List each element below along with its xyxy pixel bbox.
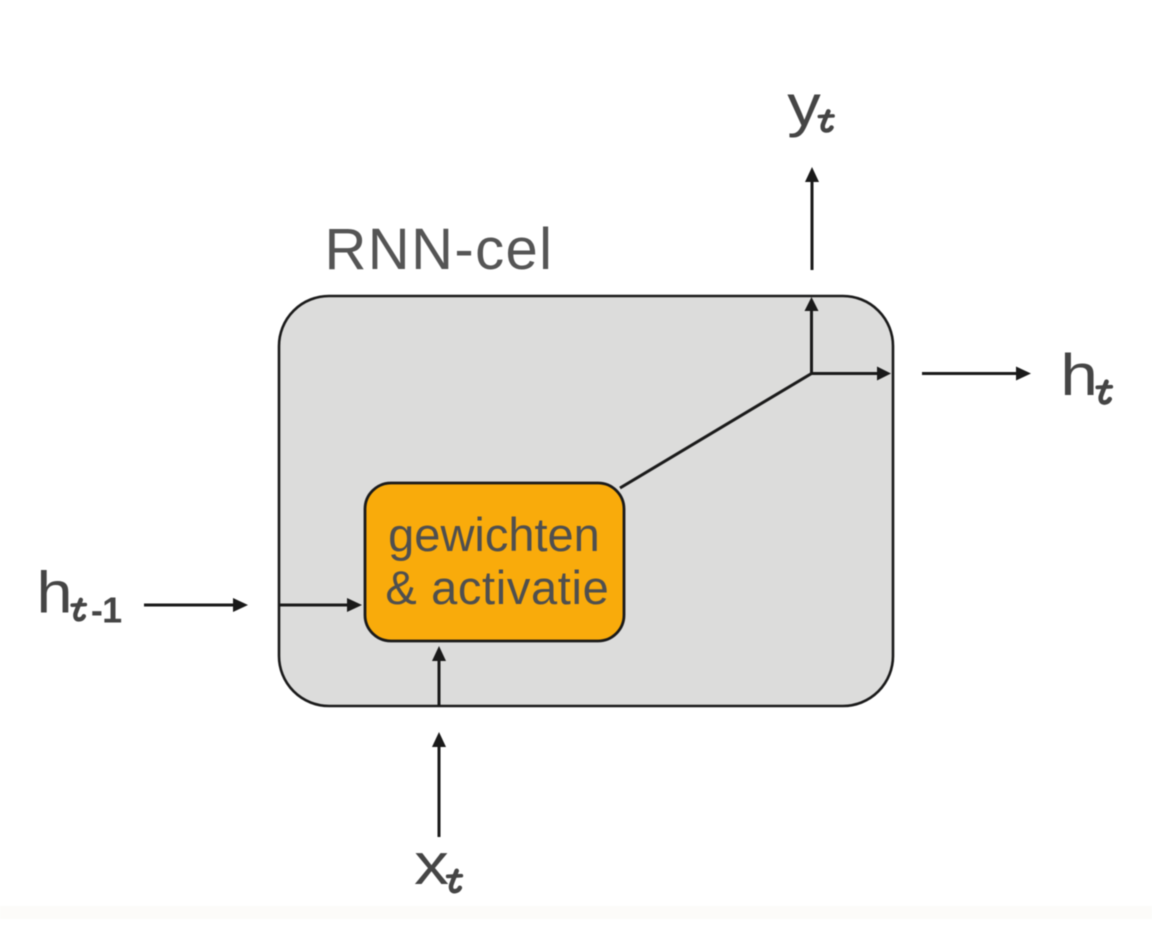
svg-text:-1: -1: [91, 590, 122, 631]
svg-text:y: y: [787, 74, 821, 139]
svg-text:RNN-cel: RNN-cel: [325, 217, 554, 282]
svg-text:& activatie: & activatie: [385, 561, 609, 614]
svg-text:h: h: [37, 561, 73, 626]
svg-text:gewichten: gewichten: [388, 508, 600, 561]
svg-text:x: x: [414, 832, 449, 897]
svg-text:h: h: [1060, 343, 1098, 408]
